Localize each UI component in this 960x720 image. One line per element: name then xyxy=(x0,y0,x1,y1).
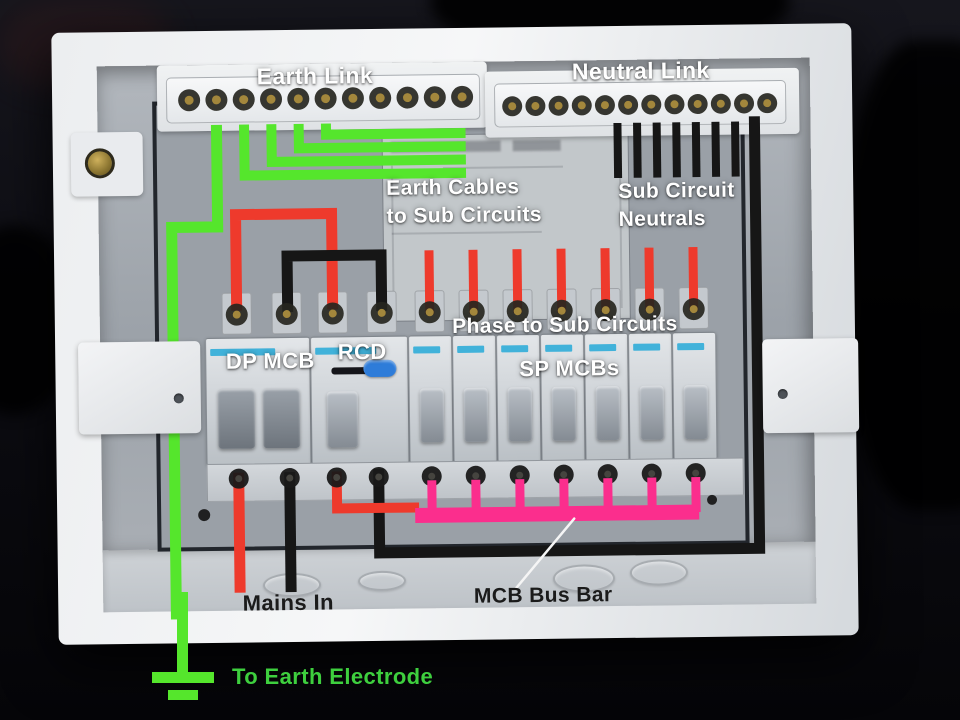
neutral-link-terminal-screw xyxy=(624,100,633,109)
sub-circuit-neutral-wire xyxy=(652,122,662,178)
earth-electrode-symbol-bar1 xyxy=(152,672,214,683)
earth-electrode-symbol-bar2 xyxy=(168,690,198,700)
sub-circuit-neutral-wire xyxy=(672,122,681,178)
consumer-unit-enclosure: Earth Link Neutral Link Earth Cables to … xyxy=(51,23,860,645)
earth-link-terminal-screw xyxy=(375,93,385,103)
sp-mcbs-label: SP MCBs xyxy=(519,354,620,382)
neutral-link-label: Neutral Link xyxy=(571,56,710,85)
earth-link-terminal-screw xyxy=(457,92,467,102)
earth-link-terminal-screw xyxy=(321,94,331,104)
earth-link-terminal-screw xyxy=(348,93,358,103)
sub-circuit-neutral-wire xyxy=(633,122,642,178)
breaker-terminal-screw xyxy=(232,310,241,319)
breaker-terminal-screw xyxy=(689,305,698,314)
earth-link-terminal-screw xyxy=(239,95,249,105)
breaker-terminal-screw xyxy=(604,470,612,478)
neutral-link-terminal-screw xyxy=(600,101,609,110)
panel-hole xyxy=(707,494,718,505)
breaker-terminal-screw xyxy=(513,307,522,316)
neutral-link-terminal-screw xyxy=(693,100,702,109)
breaker-terminal-screw xyxy=(333,473,341,481)
earth-link-terminal-screw xyxy=(293,94,303,104)
dp-to-rcd-neutral-link xyxy=(281,249,388,313)
breaker-terminal-screw xyxy=(648,470,656,478)
breaker-terminal-screw xyxy=(601,306,610,315)
earth-link-terminal-screw xyxy=(403,93,413,103)
breaker-terminal-screw xyxy=(469,307,478,316)
earth-cables-line1: Earth Cables xyxy=(386,175,520,200)
earth-wire-tail xyxy=(177,592,188,676)
breaker-terminal-screw xyxy=(428,472,436,480)
breaker-terminal-screw xyxy=(560,471,568,479)
sub-neutrals-line1: Sub Circuit xyxy=(618,178,735,203)
breaker-terminal-screw xyxy=(557,306,566,315)
neutral-link-terminal-screw xyxy=(740,99,749,108)
bus-bar-pointer-line xyxy=(513,517,576,591)
breaker-terminal-screw xyxy=(235,475,243,483)
sub-circuit-neutral-wire xyxy=(613,122,623,179)
breaker-terminal-screw xyxy=(286,474,294,482)
mcb-bus-bar xyxy=(415,504,700,523)
neutral-link-terminal-screw xyxy=(647,100,656,109)
dp-to-rcd-live-link xyxy=(229,207,339,311)
to-earth-electrode-label: To Earth Electrode xyxy=(232,664,434,689)
background-shadow xyxy=(845,40,960,510)
neutral-link-terminal-screw xyxy=(577,101,586,110)
cable-clamp-left xyxy=(78,341,202,435)
earth-jumper-wire xyxy=(320,123,466,140)
sub-neutrals-line2: Neutrals xyxy=(618,206,706,231)
rcd-label: RCD xyxy=(337,338,387,365)
wire-layer xyxy=(166,85,778,620)
sub-circuit-neutral-wire xyxy=(731,121,740,177)
earth-link-terminal-screw xyxy=(430,92,440,102)
mains-neutral-wire xyxy=(284,471,297,593)
phase-to-sub-circuits-label: Phase to Sub Circuits xyxy=(452,312,678,339)
neutral-link-terminal-screw xyxy=(716,99,725,108)
mains-live-wire xyxy=(233,472,246,593)
earth-jumper-wire xyxy=(239,124,467,181)
earth-link-terminal-screw xyxy=(184,95,194,105)
breaker-terminal-screw xyxy=(328,309,337,318)
neutral-link-terminal-screw xyxy=(554,101,563,110)
earth-link-label: Earth Link xyxy=(256,61,374,90)
breaker-terminal-screw xyxy=(692,469,700,477)
earth-cables-label: Earth Cables to Sub Circuits xyxy=(386,173,542,231)
neutral-link-terminal-screw xyxy=(670,100,679,109)
earth-link-terminal-screw xyxy=(211,95,221,105)
neutral-link-terminal-screw xyxy=(508,102,517,111)
clamp-screw-hole xyxy=(777,388,788,400)
breaker-terminal-screw xyxy=(425,308,434,317)
sub-circuit-neutrals-label: Sub Circuit Neutrals xyxy=(618,177,735,234)
earth-jumper-wire xyxy=(293,123,466,154)
mains-in-label: Mains In xyxy=(242,589,335,616)
earth-link-terminal-screw xyxy=(266,94,276,104)
clamp-screw-hole xyxy=(173,393,184,404)
breaker-terminal-screw xyxy=(375,473,383,481)
mcb-bus-bar-label: MCB Bus Bar xyxy=(473,583,613,608)
breaker-terminal-screw xyxy=(282,310,291,319)
breaker-terminal-screw xyxy=(645,305,654,314)
breaker-terminal-screw xyxy=(472,472,480,480)
neutral-link-terminal-screw xyxy=(763,99,772,108)
cable-clamp-right xyxy=(762,338,860,434)
earth-jumper-wire xyxy=(266,124,466,167)
breaker-terminal-screw xyxy=(377,308,386,317)
sub-circuit-neutral-wire xyxy=(711,121,721,177)
breaker-terminal-screw xyxy=(516,471,524,479)
panel-hole xyxy=(198,509,211,522)
neutral-link-terminal-screw xyxy=(531,102,540,111)
sub-circuit-neutral-wire xyxy=(691,121,701,178)
earth-cables-line2: to Sub Circuits xyxy=(386,202,543,228)
